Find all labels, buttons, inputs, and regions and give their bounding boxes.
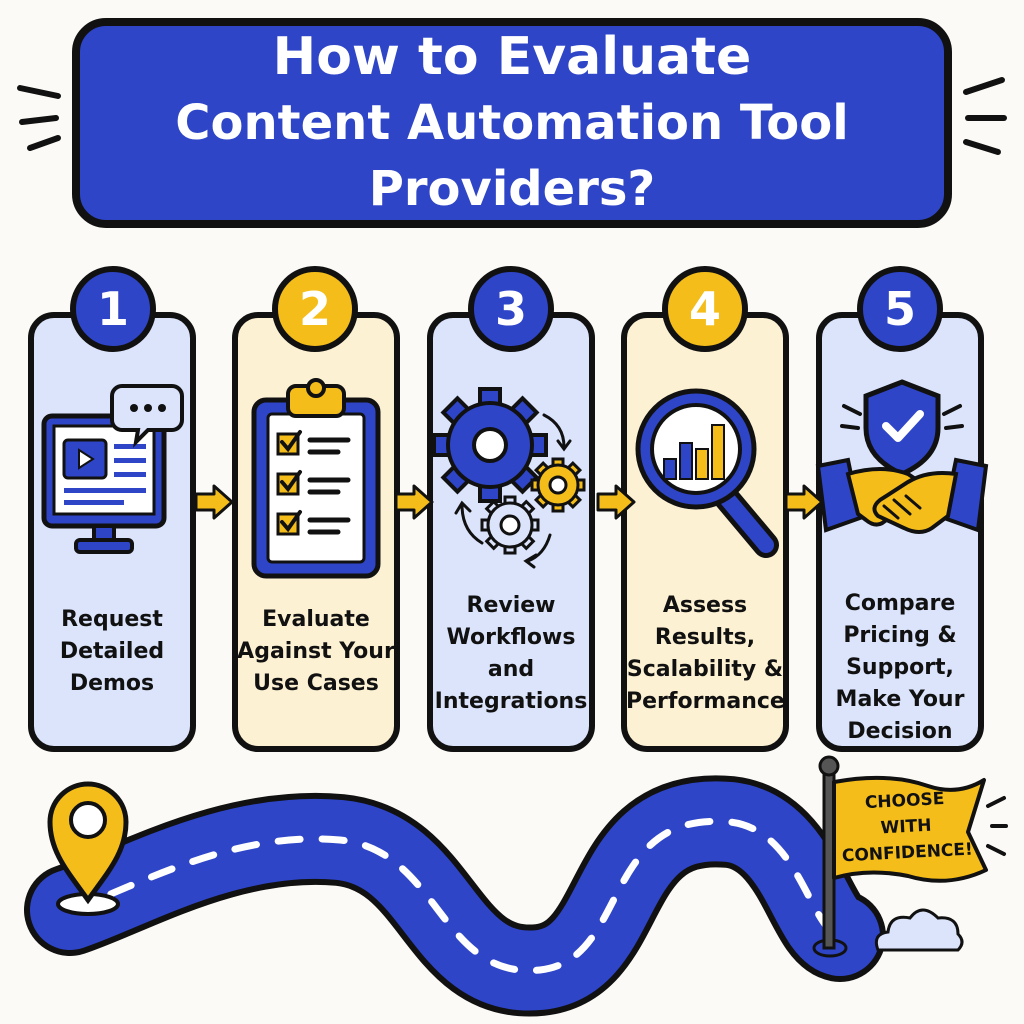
arrow-icon-2 xyxy=(394,484,434,520)
title-banner: How to Evaluate Content Automation Tool … xyxy=(72,18,952,228)
shield-handshake-icon xyxy=(815,379,989,534)
arrow-icon-3 xyxy=(596,484,636,520)
step-4-line-2: Results, xyxy=(654,625,756,650)
arrow-icon-1 xyxy=(194,484,234,520)
title-line-2: Content Automation Tool Providers? xyxy=(175,95,849,217)
step-badge-3: 3 xyxy=(468,266,554,352)
winding-road xyxy=(24,775,886,1017)
arrow-icon-4 xyxy=(784,484,824,520)
step-label-3: Review Workflows and Integrations xyxy=(432,590,590,718)
step-label-4: Assess Results, Scalability & Performanc… xyxy=(626,590,785,718)
step-badge-4: 4 xyxy=(662,266,748,352)
step-4-line-3: Scalability & xyxy=(626,657,784,682)
step-label-2: Evaluate Against Your Use Cases xyxy=(237,604,395,700)
step-3-line-1: Review xyxy=(466,593,556,618)
magnifier-chart-icon xyxy=(635,388,779,558)
step-2-line-1: Evaluate xyxy=(262,607,370,632)
step-1-line-1: Request xyxy=(61,607,163,632)
step-2-line-2: Against Your xyxy=(237,639,395,664)
burst-lines-left xyxy=(17,85,61,151)
step-5-line-5: Decision xyxy=(847,719,953,744)
burst-lines-right xyxy=(963,77,1007,155)
step-4-line-1: Assess xyxy=(662,593,748,618)
step-5-line-1: Compare xyxy=(844,591,956,616)
step-label-1: Request Detailed Demos xyxy=(33,604,191,700)
title-line-1: How to Evaluate xyxy=(272,27,752,87)
flag-icon xyxy=(812,755,1008,958)
step-1-line-3: Demos xyxy=(69,671,155,696)
cloud-icon xyxy=(874,908,964,952)
step-badge-2: 2 xyxy=(272,266,358,352)
step-5-line-2: Pricing & xyxy=(843,623,957,648)
step-label-5: Compare Pricing & Support, Make Your Dec… xyxy=(821,588,979,748)
gears-icon xyxy=(432,387,586,569)
clipboard-checklist-icon xyxy=(251,378,381,579)
step-2-line-3: Use Cases xyxy=(253,671,379,696)
step-5-line-3: Support, xyxy=(846,655,954,680)
step-badge-1: 1 xyxy=(70,266,156,352)
step-3-line-2: Workflows xyxy=(446,625,576,650)
monitor-video-chat-icon xyxy=(41,384,184,554)
step-4-line-4: Performance xyxy=(626,689,785,714)
map-pin-icon xyxy=(47,781,129,916)
step-3-line-3: and xyxy=(487,657,535,682)
step-3-line-4: Integrations xyxy=(434,689,588,714)
step-badge-5: 5 xyxy=(857,266,943,352)
step-5-line-4: Make Your xyxy=(835,687,965,712)
step-1-line-2: Detailed xyxy=(59,639,165,664)
flag-text: CHOOSE WITH CONFIDENCE! xyxy=(834,784,978,869)
